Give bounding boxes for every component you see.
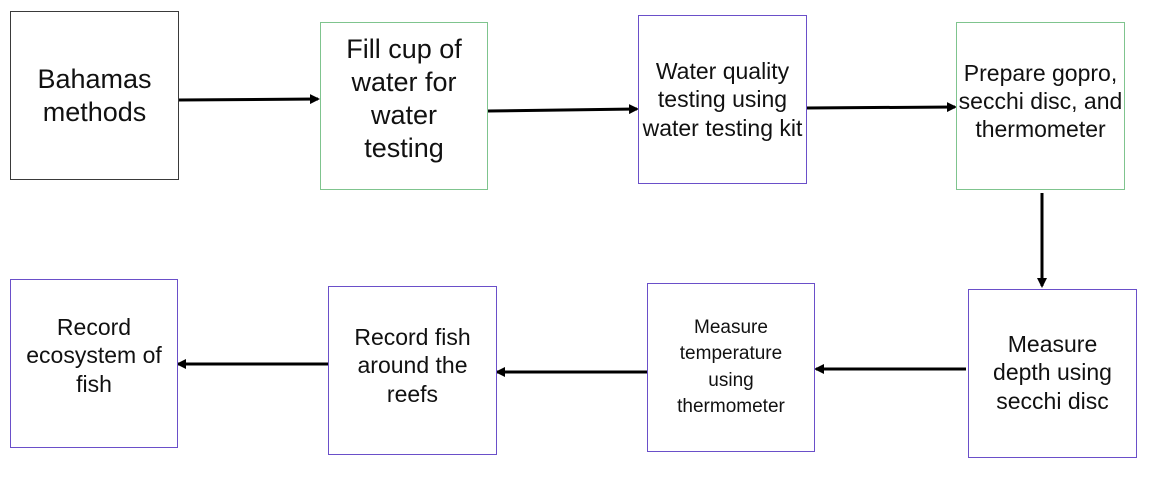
step-label: Fill cup of water for water testing (346, 34, 462, 163)
step-label: Bahamas methods (37, 63, 152, 127)
step-label: Measure temperature using thermometer (677, 317, 785, 417)
step-bahamas-methods: Bahamas methods (10, 11, 179, 180)
step-label: Record ecosystem of fish (26, 314, 162, 397)
step-prepare-equipment: Prepare gopro, secchi disc, and thermome… (956, 22, 1125, 190)
arrow-1-to-2 (177, 94, 320, 105)
arrow-3-to-4 (805, 102, 957, 113)
step-record-fish: Record fish around the reefs (328, 286, 497, 455)
step-measure-depth: Measure depth using secchi disc (968, 289, 1137, 458)
step-measure-temperature: Measure temperature using thermometer (647, 283, 815, 452)
step-label: Record fish around the reefs (354, 324, 471, 407)
step-fill-cup: Fill cup of water for water testing (320, 22, 488, 190)
arrow-2-to-3 (487, 104, 639, 115)
step-water-quality-testing: Water quality testing using water testin… (638, 15, 807, 184)
step-record-ecosystem: Record ecosystem of fish (10, 279, 178, 448)
step-label: Prepare gopro, secchi disc, and thermome… (958, 59, 1123, 143)
step-label: Measure depth using secchi disc (993, 331, 1112, 414)
step-label: Water quality testing using water testin… (642, 58, 803, 141)
